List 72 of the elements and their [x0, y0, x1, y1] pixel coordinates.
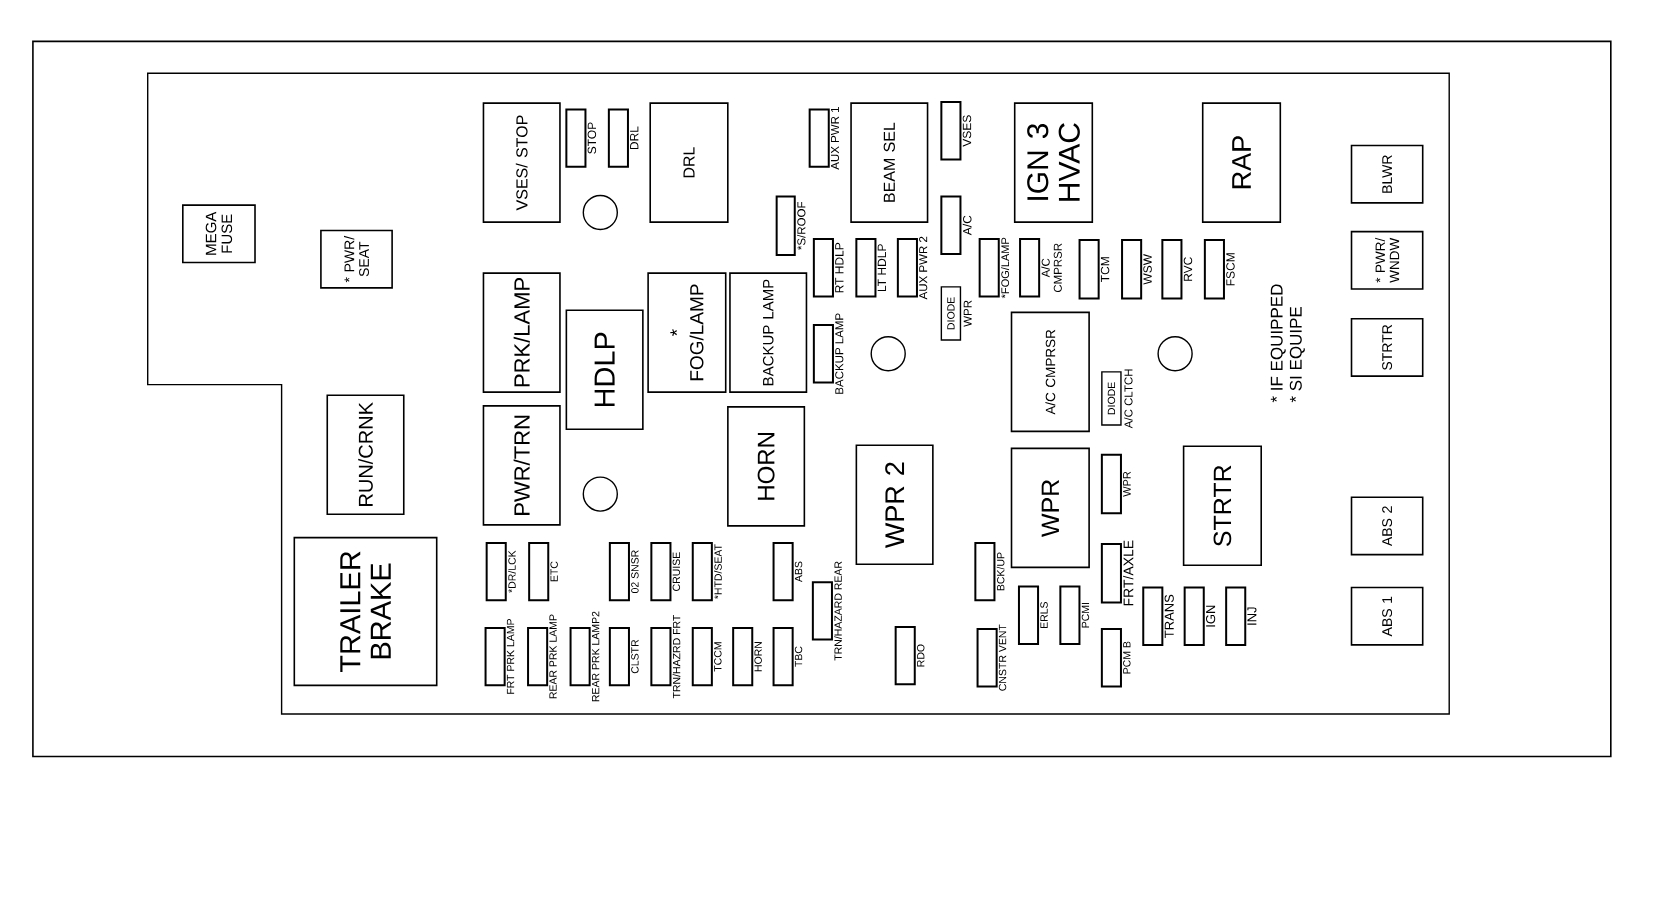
relay: BEAM SEL	[850, 102, 929, 223]
relay: * PWR/ SEAT	[320, 229, 393, 289]
fuse-label: PCM B	[1123, 641, 1131, 674]
relay: DRL	[649, 102, 729, 223]
relay: RAP	[1201, 102, 1282, 223]
fuse-label: REAR PRK LAMP	[549, 614, 557, 699]
fuse-label: ABS	[794, 561, 803, 583]
relay: HORN	[727, 406, 806, 527]
fuse-label: RT HDLP	[835, 242, 844, 293]
note: * IF EQUIPPED	[1270, 284, 1286, 403]
relay: BLWR	[1350, 144, 1424, 204]
fuse-label: WSW	[1143, 254, 1152, 285]
relay: ABS 2	[1350, 496, 1424, 556]
fuse-label: WPR	[1123, 471, 1131, 497]
fuse-label: FSCM	[1226, 253, 1235, 286]
relay: TRAILER BRAKE	[293, 536, 438, 687]
fuse-label: ETC	[550, 561, 558, 582]
fuse-label: BCK/UP	[996, 552, 1005, 591]
fuse-label: TCM	[1100, 257, 1110, 282]
diode: DIODE	[940, 286, 962, 341]
relay: A/C CMPRSR	[1010, 311, 1090, 433]
relay: BACKUP LAMP	[729, 272, 808, 393]
relay: WPR	[1010, 447, 1090, 569]
fuse-label: CNSTR VENT	[998, 624, 1007, 691]
fuse-label: STOP	[587, 122, 597, 154]
fuse-label: *DR/LCK	[508, 550, 516, 593]
fuse-label: FRT/AXLE	[1123, 540, 1134, 606]
fuse-label: 02 SNSR	[631, 550, 639, 594]
fuse-label: LT HDLP	[877, 244, 886, 292]
fuse-label: IGN	[1206, 605, 1216, 627]
fuse-label: ERLS	[1040, 601, 1048, 629]
fuse-label: A/C	[962, 215, 972, 236]
fuse-label: TBC	[794, 646, 803, 667]
fuse-block: MEGA FUSE	[182, 204, 256, 264]
fuse-label: TRN/HAZARD REAR	[834, 561, 842, 661]
note: * SI EQUIPE	[1289, 306, 1305, 403]
fuse-label: FRT PRK LAMP	[506, 619, 515, 694]
fuse-label: TRANS	[1164, 594, 1174, 638]
fuse-label: HORN	[754, 642, 762, 672]
fuse-label: *HTD/SEAT	[714, 544, 722, 600]
relay: STRTR	[1182, 445, 1262, 567]
relay: IGN 3 HVAC	[1013, 102, 1094, 223]
relay: RUN/CRNK	[326, 394, 405, 516]
fuse-label: AUX PWR 2	[919, 236, 928, 300]
relay: PRK/LAMP	[482, 272, 561, 393]
fuse-label: A/C CMPRSR	[1041, 243, 1062, 293]
relay: STRTR	[1350, 317, 1424, 377]
relay: ABS 1	[1350, 586, 1424, 646]
fuse-label: BACKUP LAMP	[835, 313, 844, 394]
fuse-label: RDO	[917, 644, 925, 667]
diode: DIODE	[1101, 371, 1122, 426]
fuse-label: RVC	[1183, 257, 1193, 281]
relay: VSES/ STOP	[482, 102, 561, 223]
relay: WPR 2	[855, 444, 934, 565]
diode-label: A/C CLTCH	[1124, 369, 1133, 429]
fuse-label: TCCM	[714, 642, 722, 672]
fuse-label: INJ	[1247, 607, 1257, 625]
fuse-label: *S/ROOF	[797, 201, 806, 250]
fuse-label: CLSTR	[631, 639, 639, 674]
diode-label: WPR	[963, 300, 972, 327]
fuse-label: TRN/HAZRD FRT	[672, 614, 681, 699]
fuse-label: AUX PWR 1	[831, 107, 840, 170]
fuse-label: *FOG/LAMP	[1001, 237, 1010, 299]
relay: PWR/TRN	[482, 405, 561, 526]
fuse-label: REAR PRK LAMP2	[591, 611, 600, 702]
fuse-label: PCMI	[1081, 603, 1090, 628]
relay: * PWR/ WNDW	[1350, 230, 1424, 290]
fuse-label: VSES	[962, 115, 972, 147]
relay: HDLP	[565, 309, 644, 431]
relay: * FOG/LAMP	[647, 272, 727, 393]
fuse-label: DRL	[630, 126, 639, 150]
fuse-label: CRUISE	[672, 552, 681, 591]
